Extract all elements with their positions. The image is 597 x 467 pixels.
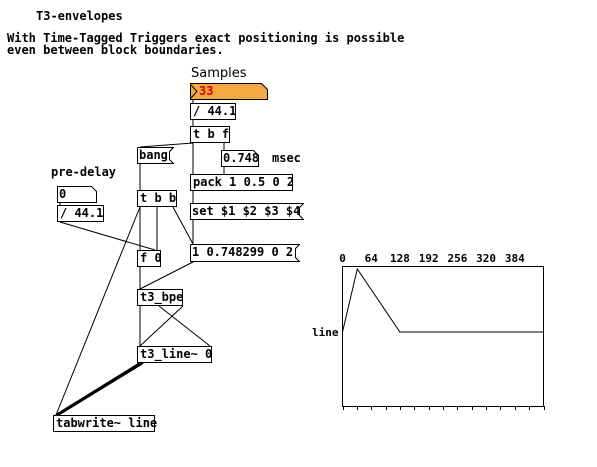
trigger-bf-object[interactable]: t b f bbox=[190, 126, 230, 143]
trigger-bb-object[interactable]: t b b bbox=[137, 190, 177, 207]
description-line-2: even between block boundaries. bbox=[7, 43, 224, 57]
msec-number-box[interactable]: 0.748 bbox=[221, 150, 259, 167]
array-envelope-line bbox=[342, 267, 544, 333]
samples-number-box-frame bbox=[190, 83, 268, 100]
array-x-tick-label: 0 bbox=[339, 252, 346, 265]
array-x-tick-label: 128 bbox=[390, 252, 410, 265]
array-x-tick-label: 320 bbox=[476, 252, 497, 265]
array-name-label: line bbox=[312, 326, 339, 339]
set-message[interactable]: set $1 $2 $3 $4 bbox=[190, 203, 304, 220]
pack-object[interactable]: pack 1 0.5 0 2 bbox=[190, 174, 294, 191]
samples-value: 33 bbox=[199, 84, 214, 98]
array-graph-plot bbox=[342, 266, 545, 410]
line-message-label: 1 0.748299 0 2 bbox=[192, 245, 294, 259]
line-message-frame bbox=[190, 244, 300, 262]
bang-message-frame bbox=[137, 147, 174, 164]
bang-label: bang bbox=[139, 148, 168, 162]
t3-bpe-object[interactable]: t3_bpe bbox=[137, 289, 183, 306]
description-line-1: With Time-Tagged Triggers exact position… bbox=[7, 31, 405, 45]
msec-value: 0.748 bbox=[223, 151, 260, 165]
bang-message[interactable]: bang bbox=[137, 147, 174, 164]
array-graph[interactable] bbox=[342, 266, 545, 410]
divide-samples-object[interactable]: / 44.1 bbox=[190, 103, 236, 120]
t3-line-object[interactable]: t3_line~ 0 bbox=[137, 346, 212, 363]
predelay-value: 0 bbox=[59, 187, 67, 201]
array-x-tick-label: 384 bbox=[504, 252, 525, 265]
array-x-tick-label: 64 bbox=[364, 252, 378, 265]
array-x-tick-label: 256 bbox=[447, 252, 468, 265]
tabwrite-object[interactable]: tabwrite~ line bbox=[53, 415, 157, 432]
set-message-label: set $1 $2 $3 $4 bbox=[192, 204, 301, 218]
predelay-number-box[interactable]: 0 bbox=[57, 186, 97, 203]
array-x-tick-label: 192 bbox=[418, 252, 439, 265]
msec-label: msec bbox=[272, 151, 301, 165]
patch-title: T3-envelopes bbox=[36, 9, 123, 23]
predelay-label: pre-delay bbox=[51, 165, 117, 179]
array-graph-frame bbox=[342, 266, 544, 407]
divide-predelay-object[interactable]: / 44.1 bbox=[57, 205, 104, 222]
line-message[interactable]: 1 0.748299 0 2 bbox=[190, 244, 300, 262]
set-message-frame bbox=[190, 203, 304, 220]
samples-label: Samples bbox=[191, 66, 247, 81]
samples-number-box[interactable]: 33 bbox=[190, 83, 268, 100]
predelay-number-box-frame bbox=[57, 186, 97, 203]
float-object[interactable]: f 0 bbox=[137, 250, 162, 267]
msec-number-box-frame bbox=[221, 150, 259, 167]
